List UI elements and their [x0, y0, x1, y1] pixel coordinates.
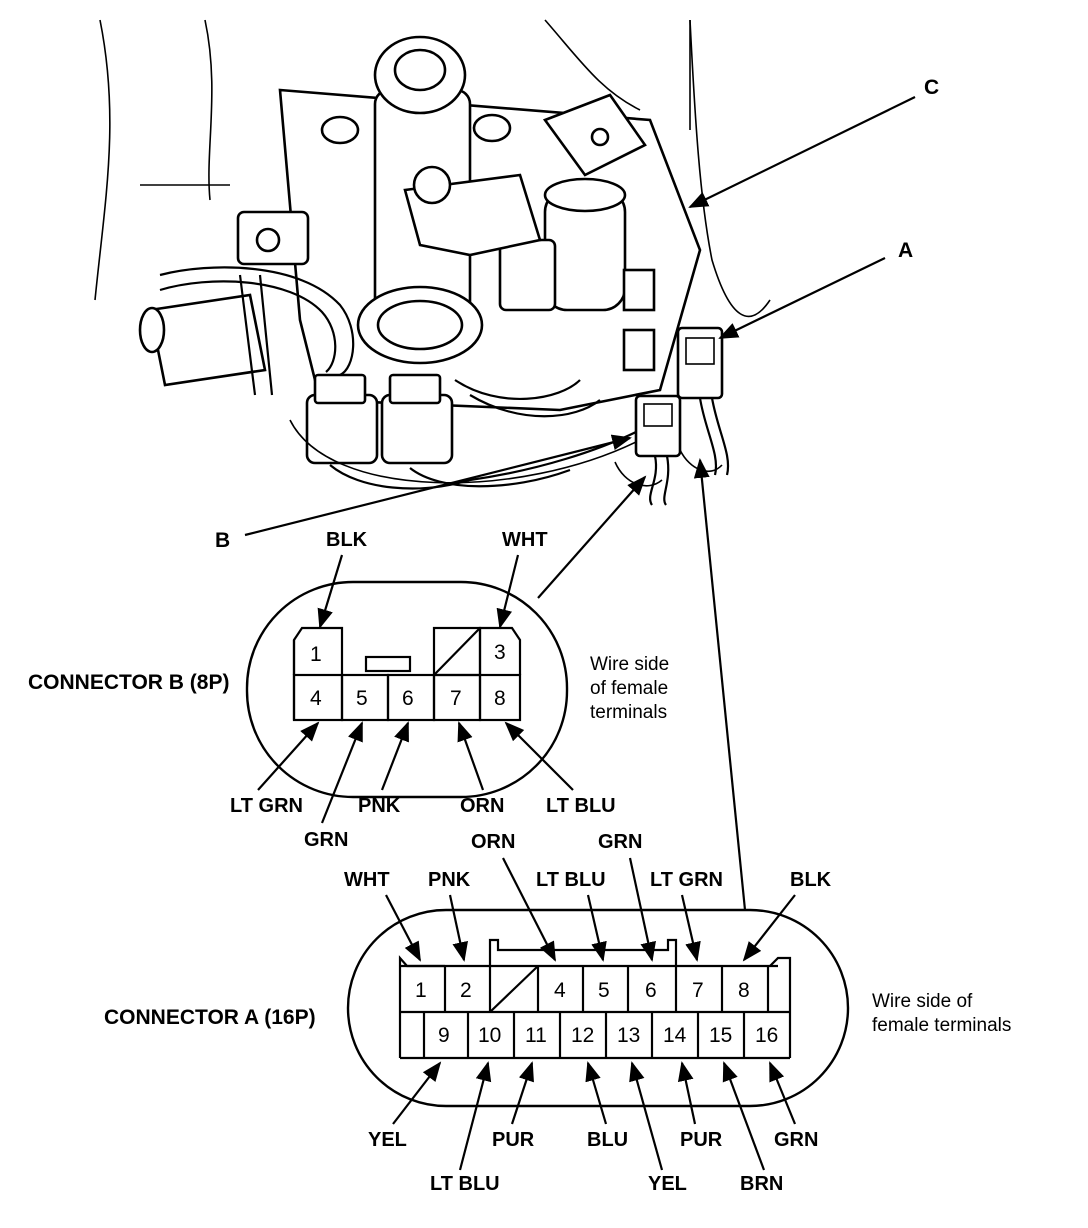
connector-a-wire-label: PUR [680, 1129, 723, 1151]
connector-a-pin: 12 [571, 1024, 594, 1047]
connector-b-wire-label: ORN [460, 795, 504, 817]
callout-a: A [898, 239, 913, 262]
connector-a-note: female terminals [872, 1015, 1011, 1036]
connector-b-wire-label: WHT [502, 529, 548, 551]
connector-b-wire-label: LT BLU [546, 795, 616, 817]
connector-a-pin: 6 [645, 979, 657, 1002]
connector-a-wire-label: WHT [344, 869, 390, 891]
connector-a-wire-label: BLK [790, 869, 832, 891]
connector-b-wire-arrow [257, 721, 320, 791]
connector-a-wire-arrow [458, 1061, 492, 1171]
connector-b-note: terminals [590, 702, 667, 723]
connector-a-wire-label: YEL [368, 1129, 407, 1151]
connector-a-wire-arrow [502, 857, 556, 962]
connector-b-title: CONNECTOR B (8P) [28, 671, 229, 694]
connector-b-outline [245, 580, 569, 799]
connector-b-pin: 7 [450, 687, 462, 710]
connector-b-wire-label: LT GRN [230, 795, 303, 817]
connector-b-pin: 5 [356, 687, 368, 710]
leader-a [718, 257, 886, 339]
connector-a-pin: 14 [663, 1024, 687, 1047]
connector-a-wire-arrow [385, 894, 421, 962]
leader-b [244, 434, 632, 537]
connector-a-wire-label: LT GRN [650, 869, 723, 891]
connector-a-note: Wire side of [872, 991, 973, 1012]
connector-b-pin: 3 [494, 641, 506, 664]
connector-b-pin: 1 [310, 643, 322, 666]
connector-a-wire-arrow [586, 894, 607, 962]
callout-c: C [924, 76, 939, 99]
connector-a-link [693, 458, 747, 911]
connector-b: 1 3 4 5 6 7 8 BLK WHT LT GRN GRN PNK ORN… [230, 529, 616, 851]
connector-b-pin: 8 [494, 687, 506, 710]
connector-a-wire-label: YEL [648, 1173, 687, 1195]
connector-b-wire-label: BLK [326, 529, 368, 551]
connector-a-wire-label: BRN [740, 1173, 783, 1195]
connector-a-pin: 11 [525, 1024, 547, 1047]
connector-b-wire-arrow [317, 554, 344, 629]
connector-a-wire-arrow [628, 857, 656, 962]
connector-b-wire-arrow [457, 721, 485, 791]
connector-b-wire-arrow [380, 721, 410, 791]
connector-a-wire-arrow [677, 1061, 697, 1125]
connector-a-wire-label: GRN [774, 1129, 818, 1151]
connector-a-pin: 1 [415, 979, 427, 1002]
connector-a-wire-arrow [680, 894, 701, 962]
connector-b-note: Wire side [590, 654, 669, 675]
connector-b-wire-arrow [496, 554, 520, 629]
connector-a-pin: 9 [438, 1024, 450, 1047]
connector-b-wire-arrow [504, 721, 574, 791]
connector-a-wire-arrow [510, 1061, 534, 1125]
connector-b-wire-label: GRN [304, 829, 348, 851]
connector-a-pin: 4 [554, 979, 566, 1002]
connector-b-note: of female [590, 678, 668, 699]
connector-a-wire-arrow [585, 1061, 608, 1125]
connector-a-title: CONNECTOR A (16P) [104, 1006, 316, 1029]
connector-a-wire-label: ORN [471, 831, 515, 853]
connector-a-wire-label: BLU [587, 1129, 628, 1151]
connector-a-pin: 15 [709, 1024, 732, 1047]
connector-a-wire-arrow [629, 1061, 664, 1171]
connector-a-pin: 2 [460, 979, 472, 1002]
connector-a-wire-arrow [448, 894, 468, 962]
connector-a-wire-label: LT BLU [536, 869, 606, 891]
connector-b-pin: 6 [402, 687, 414, 710]
component-illustration [94, 19, 771, 506]
connector-a-wire-label: GRN [598, 831, 642, 853]
connector-a-wire-label: PUR [492, 1129, 535, 1151]
connector-a-wire-label: LT BLU [430, 1173, 500, 1195]
connector-b-pin: 4 [310, 687, 322, 710]
connector-a-wire-arrow [392, 1061, 442, 1125]
connector-a: 1 2 4 5 6 7 8 9 10 11 12 13 14 15 16 WHT… [344, 831, 850, 1195]
leader-c [688, 96, 916, 208]
connector-b-wire-arrow [320, 721, 364, 824]
connector-a-pin: 10 [478, 1024, 501, 1047]
callout-b: B [215, 529, 230, 552]
connector-a-wire-arrow [742, 894, 796, 962]
connector-a-pin: 16 [755, 1024, 778, 1047]
connector-a-wire-arrow [722, 1061, 766, 1171]
connector-a-wire-arrow [768, 1061, 797, 1125]
connector-b-wire-label: PNK [358, 795, 401, 817]
connector-a-pin: 8 [738, 979, 750, 1002]
connector-a-pin: 13 [617, 1024, 640, 1047]
connector-a-pin: 5 [598, 979, 610, 1002]
connector-a-wire-label: PNK [428, 869, 471, 891]
connector-a-pin: 7 [692, 979, 704, 1002]
connector-b-link [537, 475, 647, 599]
